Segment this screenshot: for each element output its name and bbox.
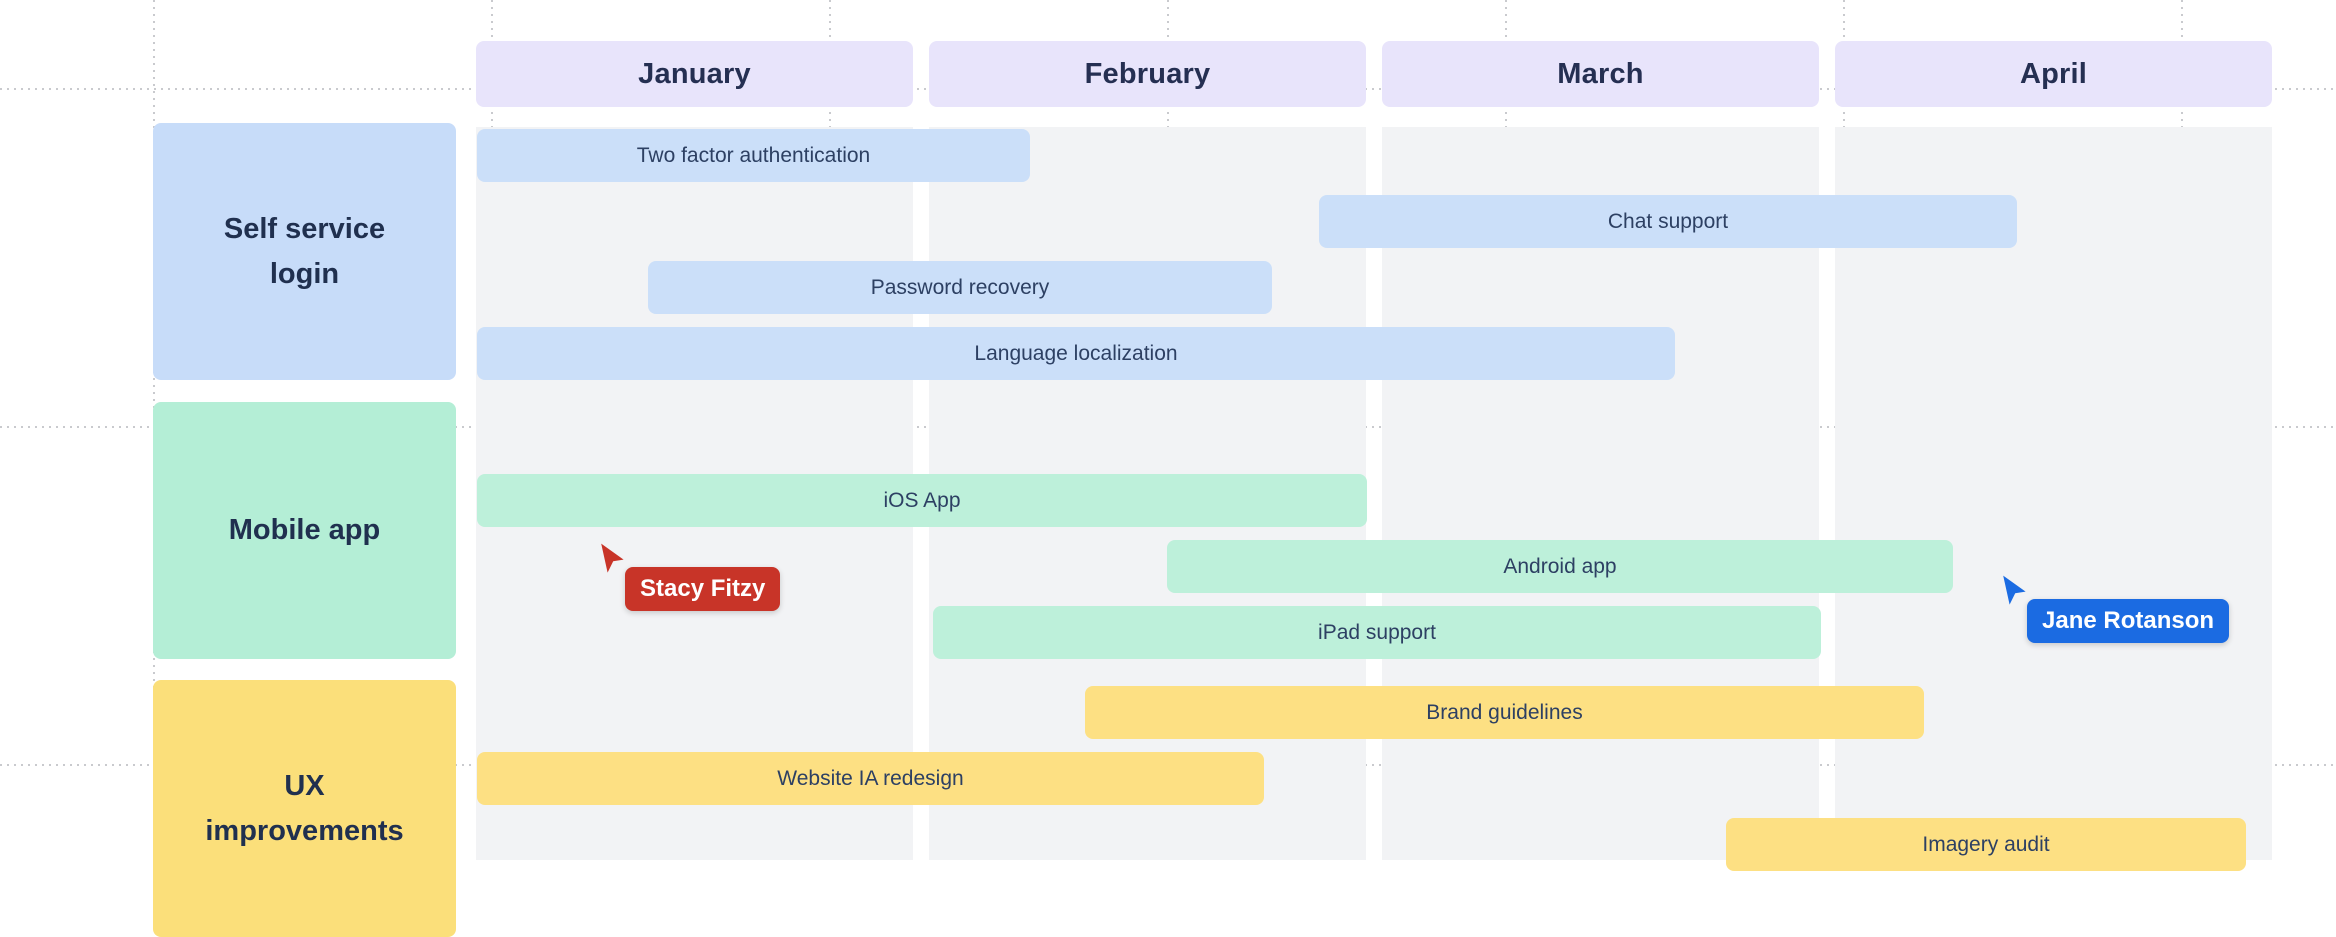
task-bar-label: Language localization	[974, 341, 1178, 365]
month-header-april[interactable]: April	[1835, 41, 2272, 107]
task-bar-label: Brand guidelines	[1426, 700, 1583, 724]
row-label-ux-improvements[interactable]: UX improvements	[153, 680, 456, 937]
row-label-self-service-login[interactable]: Self service login	[153, 123, 456, 380]
task-bar-password-recovery[interactable]: Password recovery	[648, 261, 1272, 314]
task-bar-brand-guidelines[interactable]: Brand guidelines	[1085, 686, 1924, 739]
task-bar-label: Website IA redesign	[777, 766, 964, 790]
cursor-stacy-fitzy: Stacy Fitzy	[600, 543, 781, 611]
cursor-name-label: Stacy Fitzy	[625, 567, 781, 611]
task-bar-website-ia-redesign[interactable]: Website IA redesign	[477, 752, 1264, 805]
task-bar-two-factor-authentication[interactable]: Two factor authentication	[477, 129, 1030, 182]
cursor-arrow-icon	[2003, 575, 2026, 605]
task-bar-imagery-audit[interactable]: Imagery audit	[1726, 818, 2246, 871]
month-header-january[interactable]: January	[476, 41, 913, 107]
task-bar-language-localization[interactable]: Language localization	[477, 327, 1675, 380]
task-bar-ios-app[interactable]: iOS App	[477, 474, 1367, 527]
task-bar-label: Password recovery	[870, 275, 1050, 299]
month-header-february[interactable]: February	[929, 41, 1366, 107]
task-bar-label: Two factor authentication	[636, 143, 871, 167]
cursor-name-label: Jane Rotanson	[2027, 599, 2230, 643]
task-bar-label: iOS App	[883, 488, 961, 512]
task-bar-ipad-support[interactable]: iPad support	[933, 606, 1821, 659]
task-bar-chat-support[interactable]: Chat support	[1319, 195, 2017, 248]
task-bar-label: iPad support	[1318, 620, 1436, 644]
row-label-mobile-app[interactable]: Mobile app	[153, 402, 456, 659]
task-bar-label: Android app	[1503, 554, 1617, 578]
month-header-march[interactable]: March	[1382, 41, 1819, 107]
cursor-jane-rotanson: Jane Rotanson	[2002, 575, 2230, 643]
task-bar-label: Imagery audit	[1922, 832, 2050, 856]
task-bar-label: Chat support	[1607, 209, 1729, 233]
task-bar-android-app[interactable]: Android app	[1167, 540, 1953, 593]
cursor-arrow-icon	[601, 543, 624, 573]
